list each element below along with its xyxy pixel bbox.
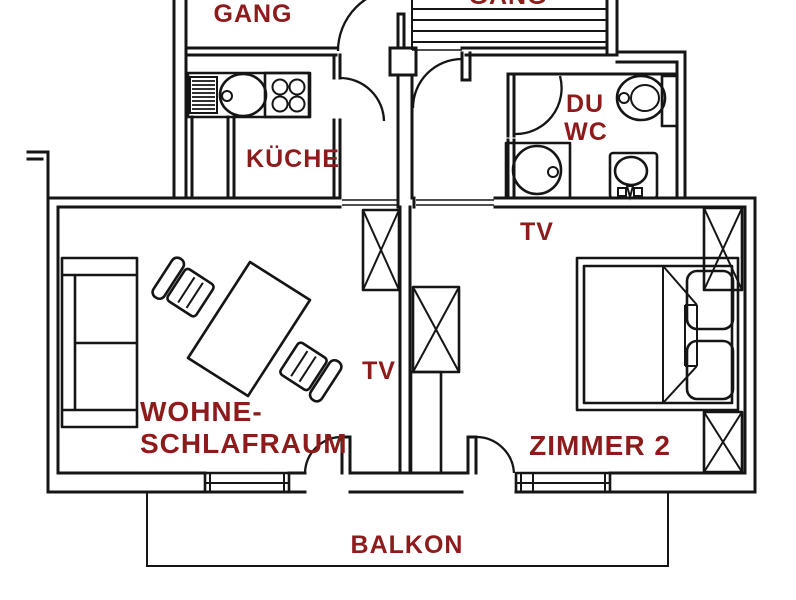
door-swing-arc: [339, 76, 386, 122]
label-tv-bedroom: TV: [520, 218, 554, 246]
washbasin: [608, 151, 659, 201]
entrance-door: [411, 51, 472, 109]
shower: [504, 141, 572, 200]
interior-walls: [184, 12, 494, 475]
room-label-stair-hall-partial: GANG: [469, 0, 548, 10]
closet-x-symbol: [702, 410, 744, 474]
chair-backrest: [308, 358, 343, 403]
label-tv-living: TV: [362, 357, 396, 385]
door-swing-arc: [475, 435, 516, 474]
stairs: [411, 0, 619, 57]
balcony-outline: [146, 493, 669, 567]
room-label-wc: WC: [564, 118, 608, 146]
window: [203, 471, 291, 494]
faucet: [221, 90, 233, 102]
sofa: [60, 256, 139, 429]
room-label-kueche: KÜCHE: [246, 144, 340, 173]
door-swing-arc: [411, 57, 463, 109]
room-label-gang: GANG: [214, 0, 293, 28]
door-swing-arc: [303, 435, 343, 474]
drainer: [189, 76, 218, 114]
door-swing-arc: [513, 75, 563, 136]
chair-backrest: [151, 256, 186, 301]
pillow: [685, 269, 735, 331]
balcony-door: [466, 435, 516, 475]
bathroom-walls: [506, 50, 687, 200]
window: [514, 471, 612, 494]
room-label-du: DU: [566, 90, 604, 118]
kitchen-sink: [218, 72, 268, 118]
drain: [547, 166, 559, 178]
double-bed: [575, 256, 740, 412]
dining-chair: [151, 256, 215, 318]
room-label-zimmer2: ZIMMER 2: [529, 430, 671, 461]
toilet: [615, 74, 679, 128]
closet-x-symbol: [702, 206, 744, 292]
door-swing-arc: [336, 0, 367, 52]
room-label-wohne: WOHNE-: [140, 396, 263, 427]
room-label-balkon: BALKON: [351, 531, 464, 559]
balcony-door: [303, 435, 352, 475]
pillow: [685, 339, 735, 401]
kitchen-counter: [186, 71, 312, 119]
dining-table: [186, 260, 312, 398]
room-label-schlafraum: SCHLAFRAUM: [140, 428, 348, 459]
closet-x-symbol: [411, 285, 461, 374]
tap: [625, 185, 635, 201]
closet-x-symbol: [361, 208, 401, 292]
blanket-fold: [662, 265, 698, 404]
wall-projection: [409, 370, 443, 475]
cistern: [660, 74, 679, 128]
dining-chair: [279, 341, 343, 403]
stove: [263, 71, 311, 119]
